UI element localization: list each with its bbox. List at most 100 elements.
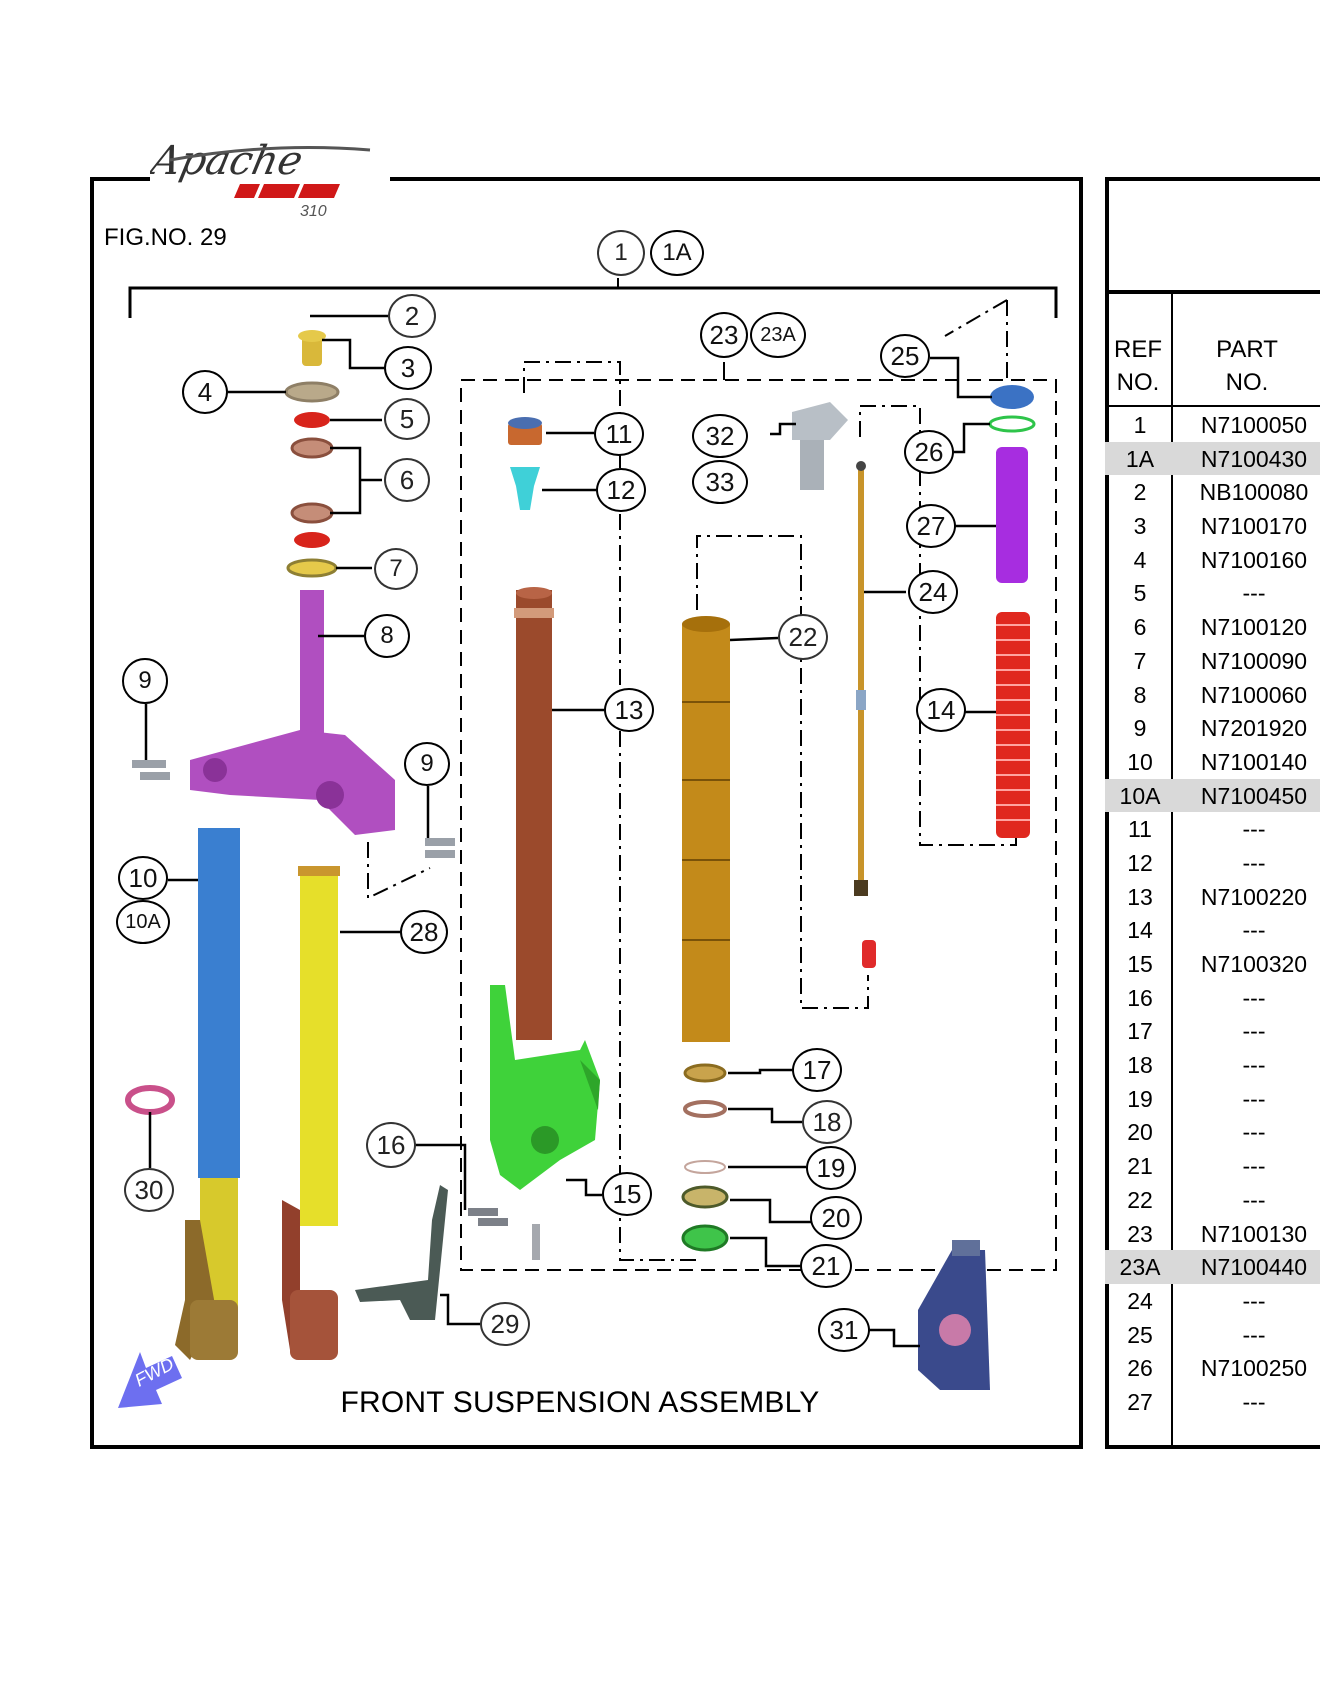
part-no-cell: N7100060: [1200, 681, 1308, 708]
part-no-cell: N7100430: [1200, 445, 1308, 472]
ref-no-cell: 13: [1127, 883, 1153, 910]
callout-4: 4: [182, 370, 228, 414]
callout-7: 7: [374, 548, 418, 590]
table-row: 17 ---: [1105, 1014, 1320, 1048]
table-row: 14 ---: [1105, 913, 1320, 947]
part-no-cell: ---: [1242, 1287, 1266, 1314]
part-no-cell: ---: [1242, 1085, 1266, 1112]
column-divider: [1171, 294, 1173, 1445]
part-no-cell: N7100440: [1200, 1254, 1308, 1281]
ref-no-cell: 11: [1128, 816, 1152, 843]
callout-29: 29: [480, 1302, 530, 1346]
callout-26: 26: [904, 430, 954, 474]
table-row: 22 ---: [1105, 1183, 1320, 1217]
parts-table-frame: [1105, 177, 1320, 1449]
figure-caption: FRONT SUSPENSION ASSEMBLY: [340, 1386, 820, 1419]
ref-no-cell: 19: [1127, 1085, 1153, 1112]
callout-9-right: 9: [404, 742, 450, 786]
ref-no-cell: 4: [1133, 546, 1147, 573]
part-no-cell: N7100320: [1200, 951, 1308, 977]
callout-6: 6: [384, 458, 430, 502]
ref-no-cell: 2: [1133, 479, 1147, 506]
callout-17: 17: [792, 1048, 842, 1092]
table-row: 20---: [1105, 1115, 1320, 1149]
callout-3: 3: [384, 346, 432, 390]
table-row: 24 ---: [1105, 1284, 1320, 1318]
part-no-cell: ---: [1242, 849, 1266, 876]
ref-no-cell: 25: [1127, 1321, 1153, 1348]
ref-no-cell: 12: [1127, 849, 1153, 876]
ref-no-cell: 14: [1127, 917, 1153, 944]
callout-24: 24: [908, 570, 958, 614]
ref-no-cell: 22: [1127, 1186, 1153, 1213]
part-no-cell: N7100050: [1200, 412, 1308, 438]
callout-28: 28: [400, 910, 448, 954]
callout-11: 11: [594, 412, 644, 456]
table-row: 23A N7100440: [1105, 1250, 1320, 1284]
table-row: 18---: [1105, 1048, 1320, 1082]
part-no-cell: N7201920: [1200, 715, 1308, 742]
callout-12: 12: [596, 468, 646, 512]
callout-33: 33: [692, 460, 748, 504]
part-no-cell: N7100450: [1200, 782, 1308, 809]
callout-19: 19: [806, 1146, 856, 1190]
part-no-cell: N7100170: [1200, 513, 1308, 540]
callout-13: 13: [604, 688, 654, 732]
part-no-cell: ---: [1242, 917, 1266, 944]
part-no-cell: N7100250: [1200, 1355, 1308, 1382]
part-no-cell: N7100130: [1200, 1220, 1308, 1247]
table-row: 27 ---: [1105, 1385, 1320, 1419]
callout-10: 10: [118, 856, 168, 900]
callout-5: 5: [384, 398, 430, 440]
table-row: 21---: [1105, 1149, 1320, 1183]
ref-no-cell: 15: [1127, 951, 1153, 977]
callout-27: 27: [906, 504, 956, 548]
part-no-cell: N7100160: [1200, 546, 1308, 573]
callout-22: 22: [778, 614, 828, 660]
apache-rr310-logo: Apache 310: [143, 132, 390, 222]
ref-no-cell: 5: [1133, 580, 1147, 607]
part-no-cell: ---: [1242, 580, 1266, 607]
callout-10a: 10A: [116, 900, 170, 944]
part-no-cell: ---: [1242, 1186, 1266, 1213]
table-row: 4 N7100160: [1105, 543, 1320, 577]
part-no-cell: ---: [1242, 1388, 1266, 1415]
table-row: 16---: [1105, 981, 1320, 1015]
ref-no-cell: 1A: [1125, 445, 1155, 472]
ref-no-cell: 16: [1127, 984, 1153, 1011]
figure-frame: [90, 177, 1083, 1449]
part-no-cell: ---: [1242, 1119, 1266, 1146]
callout-32: 32: [692, 414, 748, 458]
ref-no-cell: 23A: [1119, 1254, 1161, 1281]
table-header-blank: [1109, 181, 1320, 294]
callout-2: 2: [388, 294, 436, 338]
table-row: 12 ---: [1105, 846, 1320, 880]
table-row: 1A N7100430: [1105, 441, 1320, 476]
part-no-cell: ---: [1242, 1153, 1266, 1180]
callout-18: 18: [802, 1100, 852, 1144]
ref-no-cell: 9: [1133, 715, 1147, 742]
ref-no-cell: 10: [1127, 748, 1153, 775]
ref-no-cell: 24: [1127, 1287, 1153, 1314]
callout-14: 14: [916, 688, 966, 732]
callout-23a: 23A: [750, 312, 806, 358]
part-no-cell: ---: [1242, 1018, 1266, 1045]
callout-16: 16: [366, 1122, 416, 1168]
table-row: 5 ---: [1105, 576, 1320, 610]
ref-no-cell: 17: [1127, 1018, 1153, 1045]
callout-21: 21: [800, 1244, 852, 1288]
ref-no-cell: 1: [1133, 412, 1147, 438]
ref-no-cell: 27: [1127, 1388, 1153, 1415]
ref-no-cell: 6: [1133, 614, 1147, 641]
callout-8: 8: [364, 614, 410, 658]
ref-no-cell: 26: [1127, 1355, 1153, 1382]
table-row: 19 ---: [1105, 1082, 1320, 1116]
ref-no-cell: 23: [1127, 1220, 1153, 1247]
